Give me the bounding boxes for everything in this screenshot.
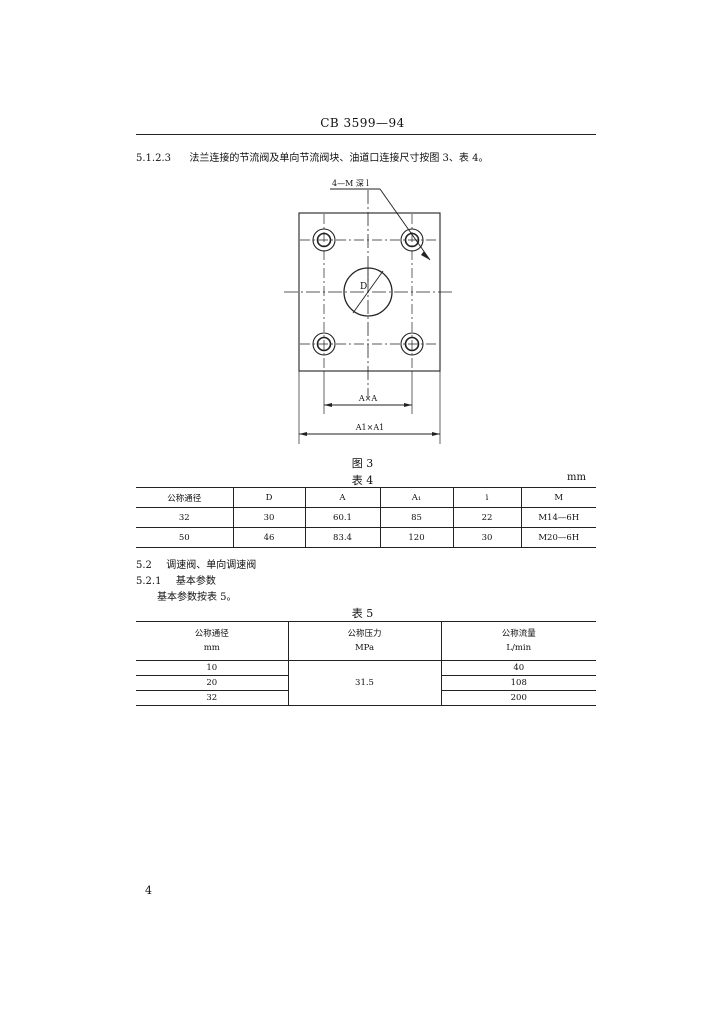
bolt-hole-bottom-right (400, 332, 424, 356)
table-cell: 20 (136, 675, 288, 691)
table-cell: M14—6H (520, 507, 596, 528)
header-name: 公称通径 (194, 629, 229, 639)
table-row: 32 30 60.1 85 22 M14—6H (136, 507, 596, 528)
header-rule (136, 134, 596, 135)
table-4-header-cell: D (232, 487, 305, 508)
clause-text: 法兰连接的节流阀及单向节流阀块、油道口连接尺寸按图 3、表 4。 (189, 153, 489, 164)
clause-number: 5.1.2.3 (136, 153, 171, 164)
paragraph-5-2-1: 基本参数按表 5。 (157, 592, 237, 603)
header-unit: mm (203, 643, 220, 653)
table-cell: 50 (178, 532, 190, 543)
table-cell: 32 (206, 693, 218, 703)
section-5-2-1-heading: 5.2.1 基本参数 (136, 572, 216, 587)
table-cell: 30 (232, 507, 305, 528)
section-title: 基本参数 (175, 576, 216, 587)
table-cell: 85 (379, 507, 453, 528)
header-name: 公称流量 (501, 629, 536, 639)
section-number: 5.2.1 (136, 576, 162, 587)
table-row: 20 108 (136, 675, 596, 691)
table-5: 公称通径 mm 公称压力 MPa 公称流量 L/min 10 31.5 40 2… (136, 621, 596, 706)
table-row: 32 200 (136, 691, 596, 706)
table-4-header-cell: A₁ (379, 487, 453, 508)
bolt-hole-bottom-left (312, 332, 336, 356)
section-5-2-heading: 5.2 调速阀、单向调速阀 (136, 556, 256, 571)
central-bore (343, 267, 393, 317)
table-4-header-cell: 公称通径 (136, 487, 233, 508)
section-number: 5.2 (136, 560, 152, 571)
header-unit: MPa (354, 643, 375, 653)
table-5-title: 表 5 (351, 607, 374, 620)
standard-code: CB 3599—94 (320, 116, 405, 130)
bolt-hole-top-left (312, 228, 336, 252)
table-cell-pressure: 31.5 (287, 660, 442, 706)
bolt-hole-top-right (400, 228, 424, 252)
table-cell: 120 (379, 527, 453, 548)
table-row: 50 46 83.4 120 30 M20—6H (136, 527, 596, 548)
callout-text: 4—M 深 l (332, 179, 369, 188)
table-cell: 83.4 (304, 527, 380, 548)
page-number: 4 (145, 884, 152, 897)
table-cell: 46 (232, 527, 305, 548)
header-unit: L/min (506, 643, 532, 653)
callout-leader (379, 188, 431, 261)
table-4: 公称通径 D A A₁ i M 32 30 60.1 85 22 M14—6H … (136, 487, 596, 548)
table-4-header-cell: A (304, 487, 380, 508)
table-4-title: 表 4 (351, 474, 374, 487)
table-5-header-row: 公称通径 mm 公称压力 MPa 公称流量 L/min (136, 621, 596, 661)
table-5-header-cell: 公称通径 mm (136, 621, 288, 661)
table-cell: 108 (441, 675, 596, 691)
table-cell: 200 (510, 693, 527, 703)
dim-a-text: A×A (358, 394, 377, 403)
table-row: 10 31.5 40 (136, 660, 596, 706)
table-cell: 40 (441, 660, 596, 676)
table-5-header-cell: 公称流量 L/min (441, 621, 596, 661)
table-4-unit: mm (567, 472, 586, 483)
table-4-header-cell: i (452, 487, 521, 508)
header-name: 公称压力 (347, 629, 382, 639)
table-4-header-cell: M (520, 487, 596, 508)
table-4-header-row: 公称通径 D A A₁ i M (136, 487, 596, 508)
table-cell: M20—6H (520, 527, 596, 548)
table-cell: 60.1 (304, 507, 380, 528)
table-5-header-cell: 公称压力 MPa (287, 621, 442, 661)
table-cell: 30 (452, 527, 521, 548)
figure-3-flange-drawing: 4—M 深 l D A×A A1×A1 (284, 179, 455, 444)
figure-3-caption: 图 3 (351, 457, 374, 470)
table-cell: 22 (452, 507, 521, 528)
table-cell: 10 (136, 660, 288, 676)
table-cell: 32 (136, 507, 233, 528)
section-title: 调速阀、单向调速阀 (166, 560, 257, 571)
label-d: D (360, 282, 367, 292)
dim-a1-text: A1×A1 (355, 423, 384, 432)
clause-5-1-2-3: 5.1.2.3 法兰连接的节流阀及单向节流阀块、油道口连接尺寸按图 3、表 4。 (136, 149, 488, 164)
